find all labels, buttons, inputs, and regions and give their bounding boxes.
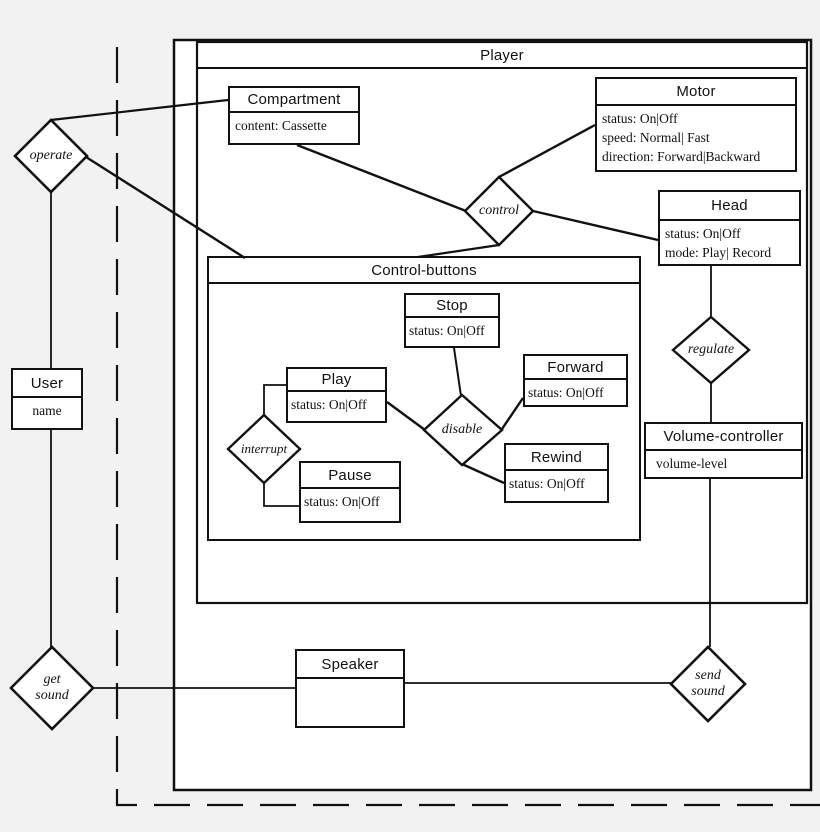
volume-controller-class: Volume-controller volume-level (644, 422, 803, 479)
control-diamond (463, 175, 535, 247)
play-attr: status: On|Off (291, 397, 367, 412)
head-attrs: status: On|Off mode: Play| Record (660, 221, 799, 262)
volume-controller-title: Volume-controller (646, 424, 801, 451)
dashed-boundary (115, 47, 820, 807)
stop-disable-line (453, 347, 462, 397)
interrupt-label: interrupt (240, 440, 288, 456)
control-motor-line (498, 123, 596, 179)
get-sound-label: get sound (35, 672, 69, 703)
play-disable-line (386, 401, 426, 431)
forward-attr: status: On|Off (528, 385, 604, 400)
interrupt-diamond (226, 413, 302, 485)
play-class: Play status: On|Off (286, 367, 387, 423)
control-head-line (532, 209, 659, 242)
motor-attrs: status: On|Off speed: Normal| Fast direc… (597, 106, 795, 166)
play-title: Play (288, 369, 385, 392)
interrupt-pause-line (263, 483, 299, 507)
control-label: control (479, 203, 519, 219)
rewind-class: Rewind status: On|Off (504, 443, 609, 503)
regulate-diamond (671, 315, 751, 385)
operate-diamond (13, 118, 89, 194)
head-attr-mode: mode: Play| Record (665, 245, 772, 260)
send-sound-diamond (669, 645, 747, 723)
compartment-control-line (296, 143, 467, 213)
operate-compartment-line (50, 98, 229, 122)
operate-label: operate (29, 148, 73, 164)
get-sound-diamond (9, 645, 95, 731)
compartment-attr: content: Cassette (235, 118, 327, 133)
pause-class: Pause status: On|Off (299, 461, 401, 523)
stop-title: Stop (406, 295, 498, 318)
rewind-attr: status: On|Off (509, 476, 585, 491)
speaker-attrs-empty (297, 679, 403, 682)
control-buttons-title: Control-buttons (371, 261, 477, 279)
pause-attr: status: On|Off (304, 494, 380, 509)
compartment-title: Compartment (230, 88, 358, 113)
pause-title: Pause (301, 463, 399, 489)
disable-diamond (422, 393, 504, 467)
motor-attr-status: status: On|Off (602, 111, 678, 126)
control-control-buttons-line (417, 243, 500, 259)
volume-controller-attr: volume-level (656, 456, 728, 471)
user-class: User name (11, 368, 83, 430)
speaker-title: Speaker (297, 651, 403, 679)
head-title: Head (660, 192, 799, 221)
motor-title: Motor (597, 79, 795, 106)
play-interrupt-line (263, 384, 286, 415)
motor-class: Motor status: On|Off speed: Normal| Fast… (595, 77, 797, 172)
head-class: Head status: On|Off mode: Play| Record (658, 190, 801, 266)
regulate-label: regulate (687, 342, 735, 358)
send-sound-label: send sound (691, 668, 725, 699)
player-title: Player (480, 47, 524, 64)
head-attr-status: status: On|Off (665, 226, 741, 241)
forward-class: Forward status: On|Off (523, 354, 628, 407)
disable-label: disable (441, 422, 483, 438)
operate-control-buttons-line (85, 155, 246, 260)
disable-forward-line (501, 397, 524, 430)
stop-attr: status: On|Off (409, 323, 485, 338)
stop-class: Stop status: On|Off (404, 293, 500, 348)
forward-title: Forward (525, 356, 626, 380)
motor-attr-speed: speed: Normal| Fast (602, 130, 710, 145)
speaker-class: Speaker (295, 649, 405, 728)
rewind-title: Rewind (506, 445, 607, 471)
motor-attr-direction: direction: Forward|Backward (602, 149, 761, 164)
disable-rewind-line (461, 462, 505, 485)
compartment-class: Compartment content: Cassette (228, 86, 360, 145)
user-title: User (13, 370, 81, 398)
user-attr-name: name (32, 403, 62, 418)
